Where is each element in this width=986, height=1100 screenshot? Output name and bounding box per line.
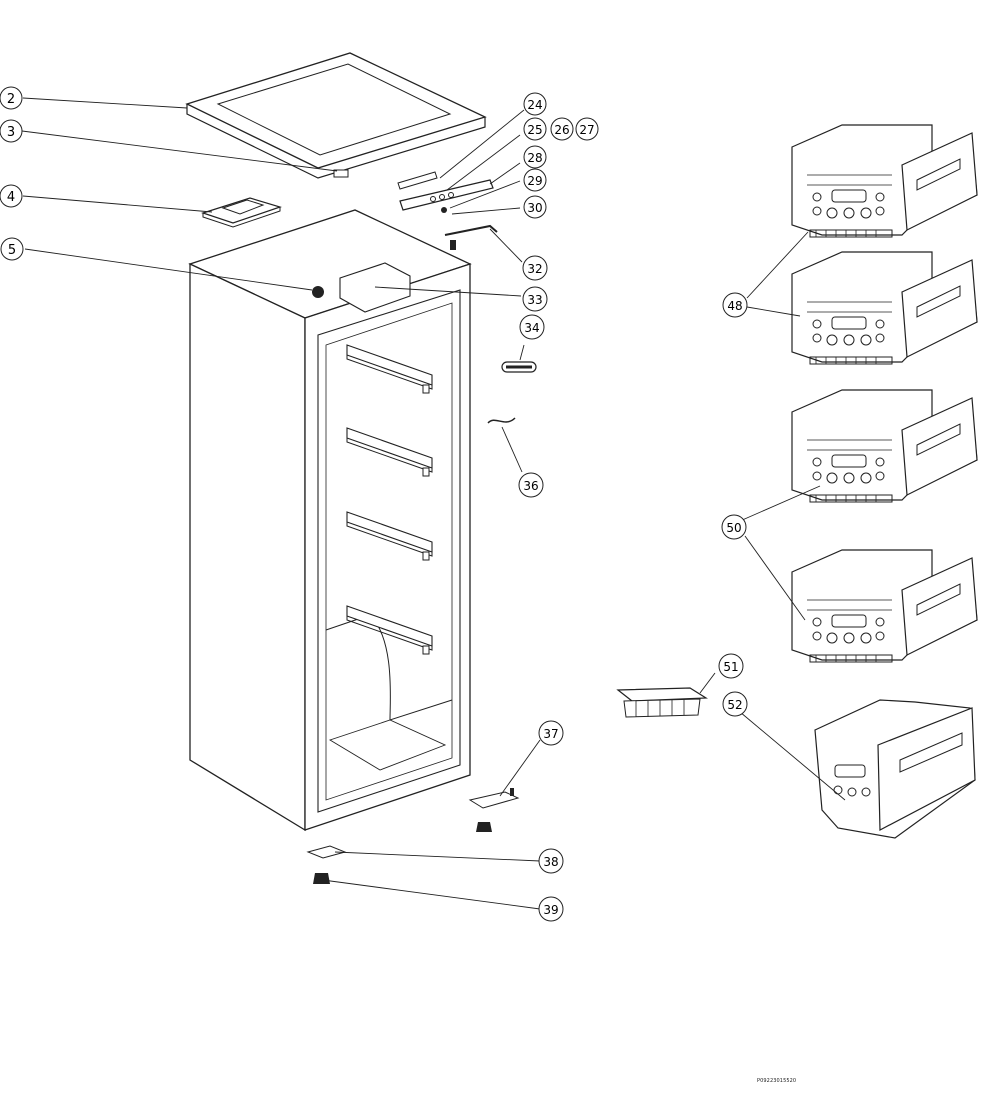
callout-label-37: 37 bbox=[543, 727, 558, 741]
callout-label-39: 39 bbox=[543, 903, 558, 917]
top-cover bbox=[185, 52, 487, 179]
callout-24: 24 bbox=[523, 92, 547, 116]
bottom-hinge bbox=[468, 788, 520, 832]
callout-label-28: 28 bbox=[527, 151, 542, 165]
callout-label-26: 26 bbox=[554, 123, 569, 137]
callout-label-51: 51 bbox=[723, 660, 738, 674]
callout-28: 28 bbox=[523, 145, 547, 169]
callout-48: 48 bbox=[722, 292, 748, 318]
callout-label-48: 48 bbox=[727, 299, 742, 313]
drawing-code: P09223015520 bbox=[757, 1078, 797, 1084]
callout-4: 4 bbox=[0, 184, 23, 208]
callout-27: 27 bbox=[575, 117, 599, 141]
bottom-crisper bbox=[814, 699, 976, 839]
part-36-wire bbox=[487, 417, 516, 424]
leader-lines bbox=[21, 97, 846, 910]
callout-39: 39 bbox=[538, 896, 564, 922]
callout-label-33: 33 bbox=[527, 293, 542, 307]
basket-50a bbox=[791, 389, 978, 503]
basket-48a bbox=[791, 124, 978, 238]
callout-38: 38 bbox=[538, 848, 564, 874]
callout-36: 36 bbox=[518, 472, 544, 498]
callout-label-30: 30 bbox=[527, 201, 542, 215]
callout-32: 32 bbox=[522, 255, 548, 281]
cabinet-body bbox=[188, 209, 472, 832]
callout-2: 2 bbox=[0, 86, 23, 110]
callout-label-29: 29 bbox=[527, 174, 542, 188]
callout-3: 3 bbox=[0, 119, 23, 143]
callout-label-2: 2 bbox=[7, 92, 15, 107]
control-panel-parts bbox=[397, 171, 498, 250]
callout-26: 26 bbox=[550, 117, 574, 141]
callout-30: 30 bbox=[523, 195, 547, 219]
front-foot bbox=[306, 845, 347, 884]
callout-33: 33 bbox=[522, 286, 548, 312]
callout-25: 25 bbox=[523, 117, 547, 141]
callout-label-24: 24 bbox=[527, 98, 542, 112]
callout-37: 37 bbox=[538, 720, 564, 746]
callout-50: 50 bbox=[721, 514, 747, 540]
part-4-plate bbox=[201, 197, 282, 228]
callout-label-4: 4 bbox=[7, 190, 15, 205]
callout-29: 29 bbox=[523, 168, 547, 192]
basket-50b bbox=[791, 549, 978, 663]
callout-label-5: 5 bbox=[8, 243, 16, 258]
callout-label-3: 3 bbox=[7, 125, 15, 140]
callout-label-50: 50 bbox=[726, 521, 741, 535]
callout-label-34: 34 bbox=[524, 321, 539, 335]
callout-5: 5 bbox=[0, 237, 24, 261]
part-34 bbox=[501, 361, 537, 373]
basket-48b bbox=[791, 251, 978, 365]
callout-52: 52 bbox=[722, 691, 748, 717]
callout-label-32: 32 bbox=[527, 262, 542, 276]
callout-label-52: 52 bbox=[727, 698, 742, 712]
callout-label-27: 27 bbox=[579, 123, 594, 137]
callout-34: 34 bbox=[519, 314, 545, 340]
callout-label-38: 38 bbox=[543, 855, 558, 869]
ice-tray bbox=[616, 687, 708, 718]
callout-label-36: 36 bbox=[523, 479, 538, 493]
callout-51: 51 bbox=[718, 653, 744, 679]
callout-label-25: 25 bbox=[527, 123, 542, 137]
